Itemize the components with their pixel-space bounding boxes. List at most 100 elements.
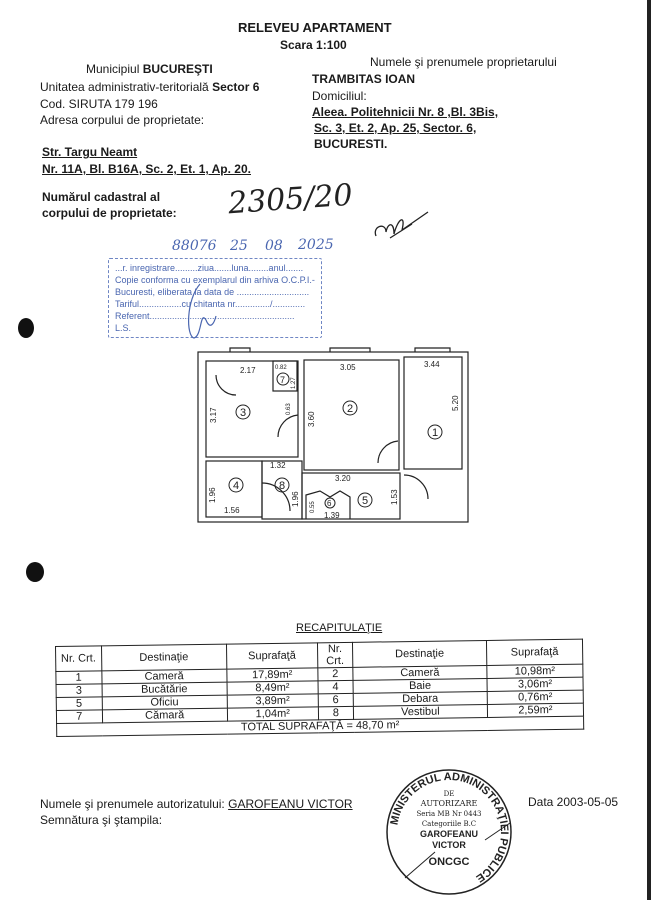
seal-text: AUTORIZARE bbox=[420, 799, 478, 808]
owner-label: Numele şi prenumele proprietarului bbox=[370, 55, 557, 69]
cell: 2,59m² bbox=[487, 703, 584, 718]
document-title: RELEVEU APARTAMENT bbox=[238, 20, 392, 35]
dim-label: 3.60 bbox=[307, 411, 316, 427]
window bbox=[229, 347, 451, 352]
outer-wall bbox=[197, 351, 469, 523]
cell: 1 bbox=[55, 670, 102, 685]
seal-text: VICTOR bbox=[432, 840, 466, 850]
column-header: Nr. Crt. bbox=[317, 642, 353, 668]
column-header: Suprafaţă bbox=[486, 639, 583, 666]
scan-edge bbox=[647, 0, 651, 900]
cell: 3,89m² bbox=[227, 693, 319, 709]
column-header: Suprafaţă bbox=[226, 642, 318, 670]
stamp-line: Bucuresti, eliberata la data de ........… bbox=[115, 287, 310, 297]
recap-table: Nr. Crt. Destinaţie Suprafaţă Nr. Crt. D… bbox=[55, 639, 584, 737]
dim-label: 3.05 bbox=[340, 363, 356, 372]
cell: 4 bbox=[317, 680, 354, 694]
seal-text: GAROFEANU bbox=[420, 829, 478, 839]
dim-label: 2.17 bbox=[240, 366, 256, 375]
document-scale: Scara 1:100 bbox=[280, 38, 347, 52]
cell: 5 bbox=[56, 696, 102, 711]
cell: 6 bbox=[317, 693, 354, 707]
stamp-line: ...r. inregistrare.........ziua.......lu… bbox=[115, 263, 304, 273]
column-header: Destinaţie bbox=[352, 640, 487, 668]
domicile-line-1: Aleea. Politehnicii Nr. 8 ,Bl. 3Bis, bbox=[312, 105, 499, 119]
column-header: Nr. Crt. bbox=[55, 645, 102, 672]
dim-label: 0.55 bbox=[310, 501, 316, 513]
stamp-month: 08 bbox=[265, 238, 283, 254]
domicile-label: Domiciliul: bbox=[312, 89, 367, 103]
room-number: 6 bbox=[327, 499, 332, 508]
domicile-line-3: BUCURESTI. bbox=[314, 137, 388, 151]
signature-mark bbox=[374, 211, 429, 239]
address-label: Adresa corpului de proprietate: bbox=[40, 113, 205, 127]
room-number: 4 bbox=[233, 480, 239, 492]
authorized-name: GAROFEANU VICTOR bbox=[228, 797, 353, 811]
seal-text: DE bbox=[444, 790, 455, 798]
seal-text: Categoriile B.C bbox=[422, 820, 476, 828]
room-2-outline bbox=[303, 359, 400, 471]
room-number: 3 bbox=[240, 407, 246, 419]
stamp-line: L.S. bbox=[115, 323, 132, 333]
room-5-outline bbox=[301, 472, 401, 520]
address-line-2: Nr. 11A, Bl. B16A, Sc. 2, Et. 1, Ap. 20. bbox=[42, 162, 251, 176]
floor-plan: 2.17 0.82 1.27 3.05 3.44 3.17 0.63 3.60 … bbox=[197, 347, 469, 523]
dim-label: 0.63 bbox=[286, 403, 292, 415]
hole-punch-mark bbox=[18, 318, 34, 338]
room-7-outline bbox=[272, 360, 298, 392]
siruta-code: Cod. SIRUTA 179 196 bbox=[40, 97, 158, 111]
room-number: 1 bbox=[432, 427, 438, 439]
domicile-line-2: Sc. 3, Et. 2, Ap. 25, Sector. 6, bbox=[314, 121, 477, 135]
dim-label: 5.20 bbox=[451, 395, 460, 411]
cell: 8 bbox=[318, 706, 354, 720]
address-line-1: Str. Targu Neamt bbox=[42, 145, 138, 159]
door-swing bbox=[377, 440, 399, 464]
stamp-line: Copie conforma cu exemplarul din arhiva … bbox=[115, 275, 315, 285]
dim-label: 1.39 bbox=[324, 511, 340, 520]
column-header: Destinaţie bbox=[101, 644, 227, 671]
recap-title: RECAPITULAŢIE bbox=[296, 622, 383, 634]
uat-label: Unitatea administrativ-teritorială bbox=[40, 80, 209, 94]
dim-label: 1.32 bbox=[270, 461, 286, 470]
dim-label: 3.20 bbox=[335, 474, 351, 483]
municipality-value: BUCUREŞTI bbox=[142, 62, 213, 76]
authorized-label: Numele şi prenumele autorizatului: bbox=[40, 797, 225, 811]
hole-punch-mark bbox=[26, 562, 44, 582]
municipality: Municipiul BUCUREŞTI bbox=[86, 62, 213, 76]
room-3-outline bbox=[205, 360, 299, 458]
uat: Unitatea administrativ-teritorială Secto… bbox=[40, 80, 259, 94]
document-date: Data 2003-05-05 bbox=[528, 795, 619, 809]
dim-label: 1.56 bbox=[224, 506, 240, 515]
cell: 1,04m² bbox=[227, 706, 319, 722]
cell: 3 bbox=[56, 683, 102, 698]
door-swing bbox=[277, 414, 299, 438]
seal-text: ONCGC bbox=[429, 856, 470, 868]
room-number: 7 bbox=[280, 375, 285, 385]
cell: 2 bbox=[317, 667, 354, 681]
room-1-outline bbox=[403, 356, 463, 470]
authorization-seal: MINISTERUL ADMINISTRAŢIEI PUBLICE DE AUT… bbox=[385, 768, 513, 896]
stamp-year: 2025 bbox=[298, 237, 334, 253]
dim-label: 0.82 bbox=[275, 365, 287, 371]
ocpi-copy-stamp: ...r. inregistrare.........ziua.......lu… bbox=[108, 258, 322, 338]
dim-label: 1.27 bbox=[291, 377, 297, 389]
municipality-label: Municipiul bbox=[86, 62, 140, 76]
cell: 10,98m² bbox=[486, 664, 583, 679]
dim-label: 1.96 bbox=[291, 491, 300, 507]
dim-label: 1.96 bbox=[208, 487, 217, 503]
stamp-line: Tariful.................cu chitanta nr..… bbox=[115, 299, 306, 309]
cadastral-number: 2305/20 bbox=[226, 177, 354, 222]
dim-label: 3.17 bbox=[209, 407, 218, 423]
uat-value: Sector 6 bbox=[212, 80, 260, 94]
cadastral-label-2: corpului de proprietate: bbox=[42, 206, 177, 220]
door-swing bbox=[215, 374, 237, 396]
cell: 8,49m² bbox=[226, 680, 318, 696]
cadastral-label-1: Numărul cadastral al bbox=[42, 190, 161, 204]
cell: 0,76m² bbox=[487, 690, 584, 705]
stamp-line: Referent................................… bbox=[115, 311, 295, 321]
referent-signature bbox=[188, 283, 217, 339]
room-number: 2 bbox=[347, 403, 353, 415]
seal-signature bbox=[404, 822, 511, 879]
owner-name: TRAMBITAS IOAN bbox=[312, 72, 416, 86]
seal-text: Seria MB Nr 0443 bbox=[417, 810, 482, 818]
